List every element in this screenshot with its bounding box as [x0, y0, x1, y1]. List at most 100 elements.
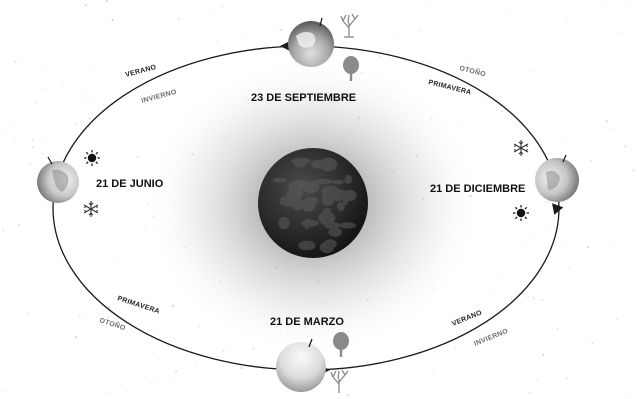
star — [570, 226, 572, 228]
star — [142, 139, 144, 141]
star — [153, 377, 155, 380]
star — [315, 20, 317, 22]
star — [556, 327, 559, 330]
star — [605, 120, 608, 123]
star — [186, 48, 188, 50]
star — [566, 377, 568, 379]
star — [222, 350, 225, 353]
star — [216, 40, 219, 43]
star — [336, 375, 338, 377]
star — [625, 1, 627, 3]
star — [32, 146, 34, 148]
star — [613, 242, 616, 244]
star — [398, 33, 400, 36]
season-label: OTOÑO — [459, 63, 488, 78]
earth-december — [535, 154, 579, 202]
star — [542, 11, 544, 13]
star — [167, 93, 170, 96]
sun-texture-blob — [336, 201, 345, 211]
star — [589, 160, 592, 162]
sun-texture-blob — [318, 211, 336, 225]
star — [546, 200, 549, 203]
sun-texture-blob — [272, 177, 287, 183]
star — [508, 275, 510, 277]
star — [609, 128, 612, 131]
star — [468, 371, 470, 373]
sun-texture-blob — [343, 189, 357, 202]
star — [395, 39, 397, 41]
sun-texture-blob — [305, 196, 319, 205]
star — [565, 17, 568, 20]
star — [11, 122, 14, 125]
star — [530, 239, 532, 241]
sun-texture-blob — [344, 177, 353, 184]
star — [144, 376, 146, 378]
star — [274, 26, 276, 28]
star — [136, 156, 139, 158]
star — [105, 0, 108, 3]
star — [527, 295, 529, 298]
star — [48, 351, 50, 352]
star — [111, 18, 114, 22]
star — [420, 60, 422, 63]
sun-texture-blob — [313, 178, 333, 185]
star — [542, 353, 545, 356]
star — [622, 70, 624, 72]
sun-texture-blob — [301, 219, 319, 227]
star — [505, 9, 507, 11]
sun-texture-blob — [331, 189, 347, 199]
star — [417, 2, 419, 4]
star — [624, 145, 627, 148]
star — [462, 127, 464, 129]
star — [501, 110, 503, 113]
star — [379, 56, 382, 59]
tree-bare-icon — [330, 369, 349, 393]
sun-icon — [513, 205, 529, 221]
star — [273, 366, 275, 368]
star — [562, 242, 564, 243]
star — [519, 244, 522, 246]
star — [221, 6, 223, 8]
star — [532, 297, 535, 299]
star — [51, 56, 53, 58]
star — [528, 391, 531, 394]
sun-texture-blob — [310, 159, 324, 169]
star — [14, 136, 17, 139]
star — [87, 102, 89, 104]
star — [591, 342, 594, 345]
star — [606, 301, 608, 303]
star — [118, 120, 120, 122]
star — [529, 70, 532, 72]
star — [2, 229, 5, 232]
star — [327, 359, 330, 363]
sun-texture-blob — [322, 208, 332, 213]
star — [172, 382, 175, 385]
season-label: VERANO — [125, 64, 158, 79]
season-label: VERANO — [451, 309, 483, 327]
orbit-arrow-top — [280, 41, 290, 51]
star — [116, 261, 119, 263]
star — [428, 62, 431, 64]
star — [497, 275, 500, 278]
sun — [258, 148, 368, 258]
tree-leafy-icon — [333, 332, 349, 357]
star — [108, 306, 111, 309]
star — [71, 130, 73, 132]
star — [194, 361, 197, 364]
season-label: INVIERNO — [473, 328, 509, 348]
star — [75, 123, 78, 125]
star — [0, 193, 1, 196]
tree-bare-icon — [340, 13, 359, 38]
star — [8, 97, 10, 99]
date-label-march: 21 DE MARZO — [270, 316, 344, 328]
star — [567, 136, 569, 138]
star — [632, 169, 635, 172]
star — [177, 17, 180, 20]
star — [149, 97, 151, 99]
star — [536, 379, 538, 382]
star — [616, 317, 619, 320]
season-label: OTOÑO — [98, 315, 127, 332]
season-label: PRIMAVERA — [116, 295, 160, 315]
star — [612, 204, 614, 206]
